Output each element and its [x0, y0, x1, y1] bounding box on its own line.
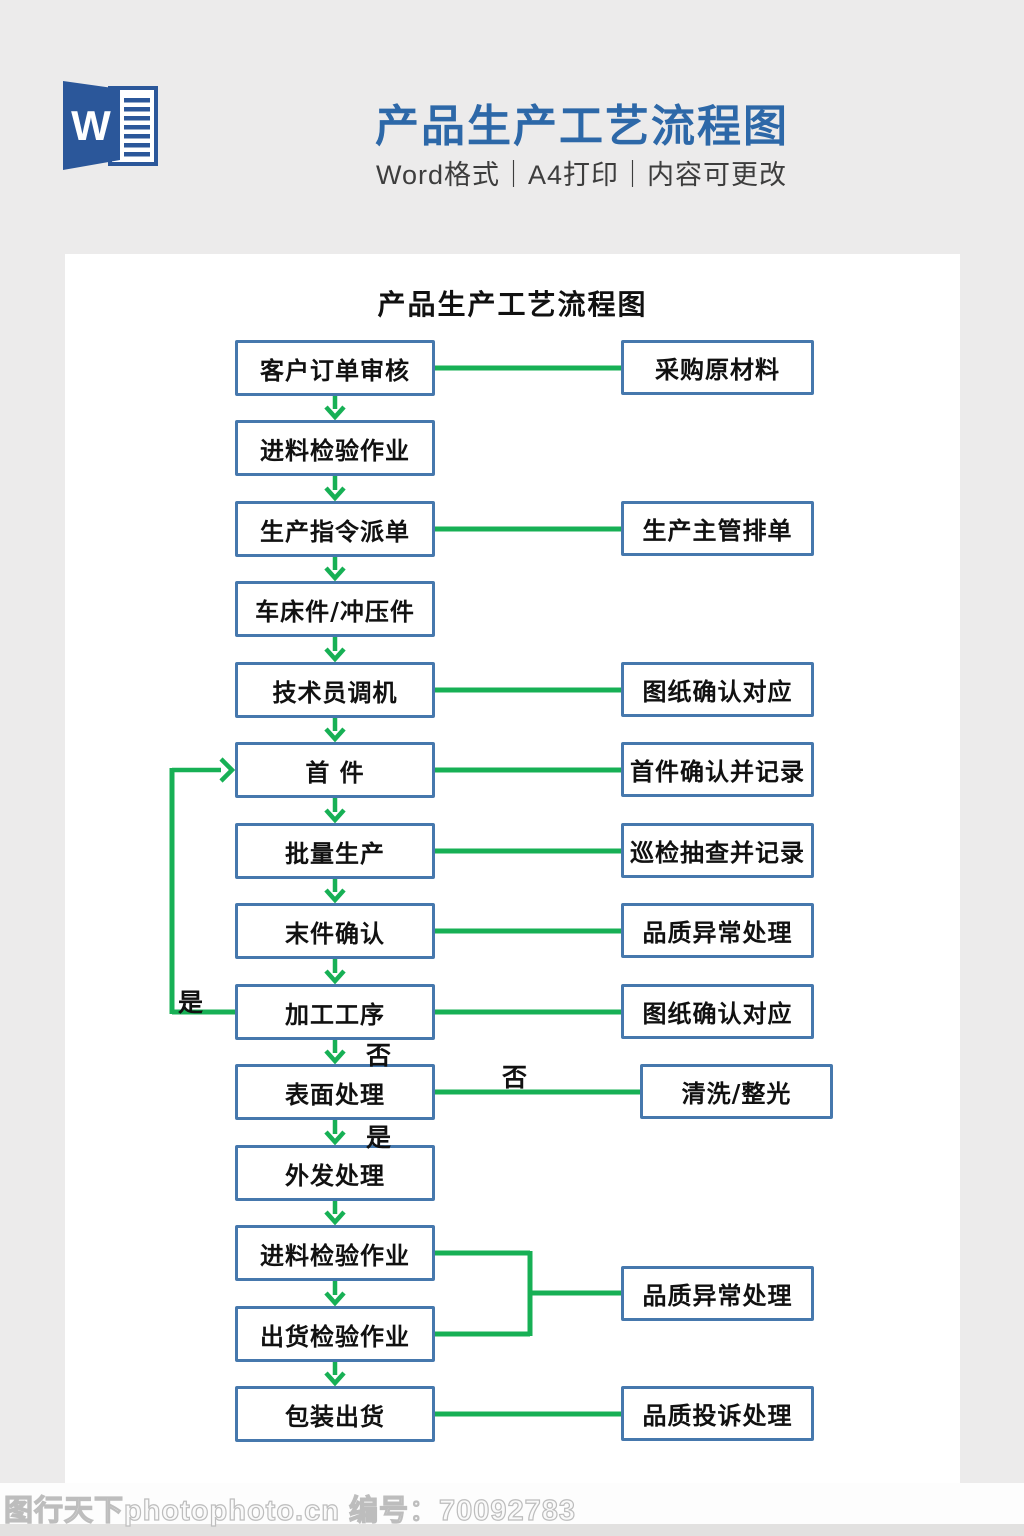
- flow-node-quality-abnormality-2: 品质异常处理: [621, 1266, 814, 1321]
- flow-node-production-order-dispatch: 生产指令派单: [235, 501, 435, 557]
- flow-node-lathe-stamping-parts: 车床件/冲压件: [235, 581, 435, 637]
- header-subtitle: Word格式｜A4打印｜内容可更改: [376, 160, 788, 190]
- flow-node-incoming-inspection-2: 进料检验作业: [235, 1225, 435, 1281]
- flow-node-label: 图纸确认对应: [642, 677, 793, 706]
- branch-label-clean-no: 否: [502, 1063, 528, 1092]
- flow-node-label: 末件确认: [285, 918, 385, 948]
- flow-node-quality-complaint: 品质投诉处理: [621, 1386, 814, 1441]
- word-icon-text-lines: [124, 98, 150, 157]
- flow-node-surface-treatment: 表面处理: [235, 1064, 435, 1120]
- flow-node-outgoing-inspection: 出货检验作业: [235, 1306, 435, 1362]
- flow-node-packing-shipment: 包装出货: [235, 1386, 435, 1442]
- footer-strip: [0, 1524, 1024, 1536]
- flow-node-cleaning-polishing: 清洗/整光: [640, 1064, 833, 1119]
- flow-node-label: 品质异常处理: [642, 1281, 793, 1310]
- flow-node-label: 品质投诉处理: [642, 1401, 793, 1430]
- flow-node-mass-production: 批量生产: [235, 823, 435, 879]
- flow-node-label: 进料检验作业: [260, 1240, 410, 1270]
- footer-band: [0, 1483, 1024, 1524]
- flow-node-label: 清洗/整光: [681, 1079, 792, 1108]
- branch-label-outsource-yes: 是: [366, 1123, 392, 1152]
- flow-node-customer-order-review: 客户订单审核: [235, 340, 435, 396]
- flow-node-label: 批量生产: [285, 838, 385, 868]
- word-icon: W: [63, 81, 158, 170]
- flow-node-quality-abnormality-1: 品质异常处理: [621, 903, 814, 958]
- branch-label-loop-yes: 是: [178, 988, 204, 1017]
- flow-node-label: 生产指令派单: [260, 516, 410, 546]
- flow-node-label: 图纸确认对应: [642, 999, 793, 1028]
- flow-node-purchase-raw-materials: 采购原材料: [621, 340, 814, 395]
- word-icon-front-panel: [63, 81, 120, 170]
- flow-node-first-article-record: 首件确认并记录: [621, 742, 814, 797]
- flow-node-first-article: 首 件: [235, 742, 435, 798]
- flow-node-label: 表面处理: [285, 1079, 385, 1109]
- branch-label-surface-no: 否: [366, 1041, 392, 1070]
- flow-node-label: 车床件/冲压件: [255, 596, 415, 626]
- flowchart-title: 产品生产工艺流程图: [377, 288, 648, 321]
- flow-node-incoming-inspection: 进料检验作业: [235, 420, 435, 476]
- flow-node-label: 出货检验作业: [260, 1321, 410, 1351]
- flow-node-label: 进料检验作业: [260, 435, 410, 465]
- flow-node-label: 首件确认并记录: [630, 757, 805, 786]
- flow-node-label: 生产主管排单: [642, 516, 793, 545]
- flow-node-drawing-confirmation-1: 图纸确认对应: [621, 662, 814, 717]
- header-title: 产品生产工艺流程图: [375, 102, 789, 151]
- flow-node-label: 包装出货: [285, 1401, 385, 1431]
- flow-node-last-article-confirm: 末件确认: [235, 903, 435, 959]
- flow-node-drawing-confirmation-2: 图纸确认对应: [621, 984, 814, 1039]
- flow-node-label: 加工工序: [285, 999, 385, 1029]
- flow-node-label: 客户订单审核: [260, 355, 410, 385]
- flow-node-label: 技术员调机: [272, 677, 398, 707]
- flow-node-label: 巡检抽查并记录: [630, 838, 805, 867]
- flow-node-processing-step: 加工工序: [235, 984, 435, 1040]
- flow-node-supervisor-scheduling: 生产主管排单: [621, 501, 814, 556]
- flow-node-label: 外发处理: [285, 1160, 385, 1190]
- flow-node-label: 品质异常处理: [642, 918, 793, 947]
- flow-node-technician-machine-setup: 技术员调机: [235, 662, 435, 718]
- flow-node-label: 首 件: [305, 757, 365, 787]
- word-icon-letter: W: [71, 102, 111, 149]
- flow-node-patrol-inspection-record: 巡检抽查并记录: [621, 823, 814, 878]
- flow-node-outsourcing: 外发处理: [235, 1145, 435, 1201]
- watermark-text: 图行天下photophoto.cn 编号：70092783: [3, 1494, 577, 1527]
- flow-node-label: 采购原材料: [655, 355, 780, 384]
